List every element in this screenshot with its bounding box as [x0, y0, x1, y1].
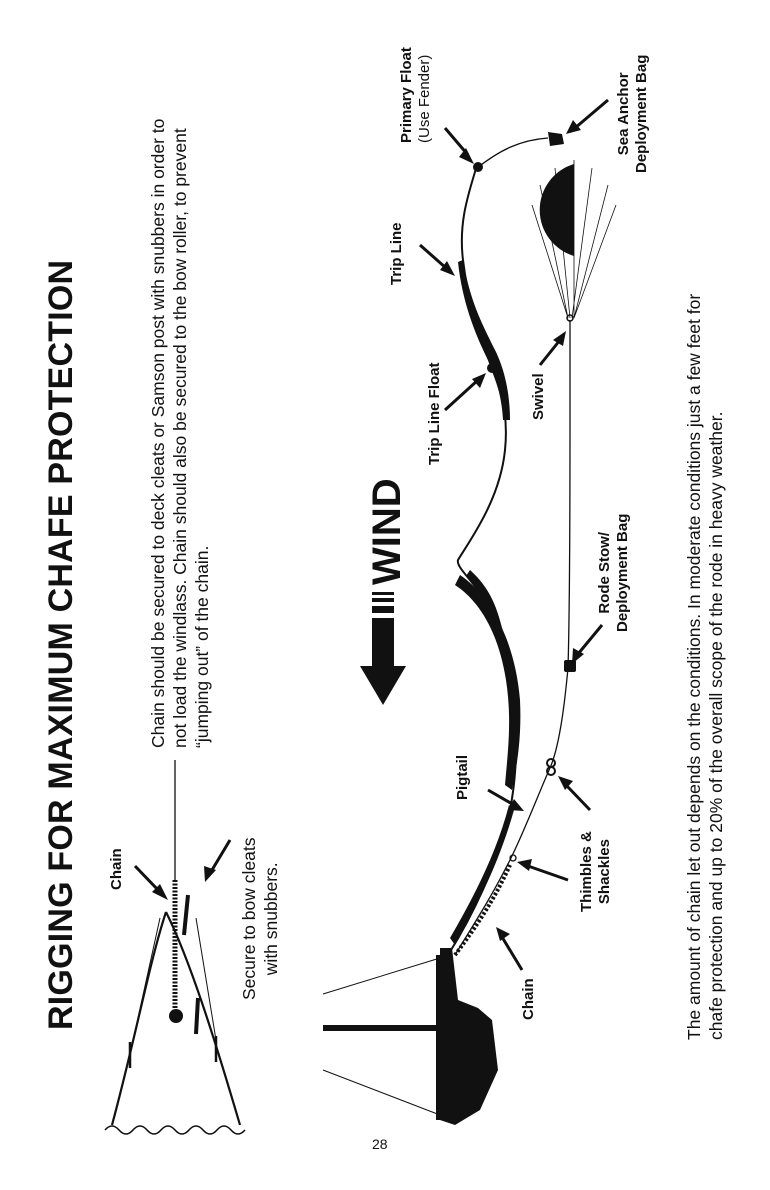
parachute — [531, 160, 617, 319]
intro-paragraph: Chain should be secured to deck cleats o… — [147, 119, 213, 748]
bow-diagram — [104, 760, 246, 1135]
bow-secure-note: Secure to bow cleats with snubbers. — [238, 838, 282, 1000]
secure-line-2: with snubbers. — [261, 862, 281, 976]
rode-stow-line-2: Deployment Bag — [614, 513, 631, 632]
page-title: RIGGING FOR MAXIMUM CHAFE PROTECTION — [42, 259, 80, 1030]
chain-label: Chain — [520, 978, 537, 1020]
sea-anchor-line-2: Deployment Bag — [633, 54, 650, 173]
sailboat — [322, 948, 498, 1125]
primary-float-label-block: Primary Float (Use Fender) — [398, 47, 434, 143]
swivel-label: Swivel — [530, 373, 547, 420]
intro-line-3: “jumping out” of the chain. — [192, 545, 212, 748]
rode-system — [447, 132, 576, 957]
wind-arrow — [360, 592, 406, 705]
page-number: 28 — [372, 1136, 388, 1152]
intro-line-1: Chain should be secured to deck cleats o… — [148, 118, 168, 748]
intro-line-2: not load the windlass. Chain should also… — [170, 128, 190, 748]
footer-line-2: chafe protection and up to 20% of the ov… — [706, 411, 726, 1040]
pigtail-label: Pigtail — [454, 754, 471, 800]
rode-stow-line-1: Rode Stow/ — [596, 531, 613, 614]
secure-line-1: Secure to bow cleats — [239, 837, 259, 1000]
primary-float-sublabel: (Use Fender) — [416, 54, 433, 143]
primary-float-label: Primary Float — [398, 47, 415, 143]
sea-anchor-line-1: Sea Anchor — [615, 72, 632, 156]
footer-line-1: The amount of chain let out depends on t… — [684, 293, 704, 1040]
trip-line-label: Trip Line — [388, 222, 405, 285]
label-arrows — [419, 98, 609, 971]
thimbles-label: Thimbles & Shackles — [578, 831, 614, 912]
thimbles-line-1: Thimbles & — [578, 831, 595, 912]
footer-paragraph: The amount of chain let out depends on t… — [683, 294, 727, 1040]
wind-label: WIND — [365, 478, 409, 585]
rode-stow-label: Rode Stow/ Deployment Bag — [596, 514, 632, 632]
bow-chain-label: Chain — [108, 848, 125, 890]
thimbles-line-2: Shackles — [596, 839, 613, 905]
trip-line-float-label: Trip Line Float — [426, 362, 443, 465]
sea-anchor-label: Sea Anchor Deployment Bag — [615, 55, 651, 173]
